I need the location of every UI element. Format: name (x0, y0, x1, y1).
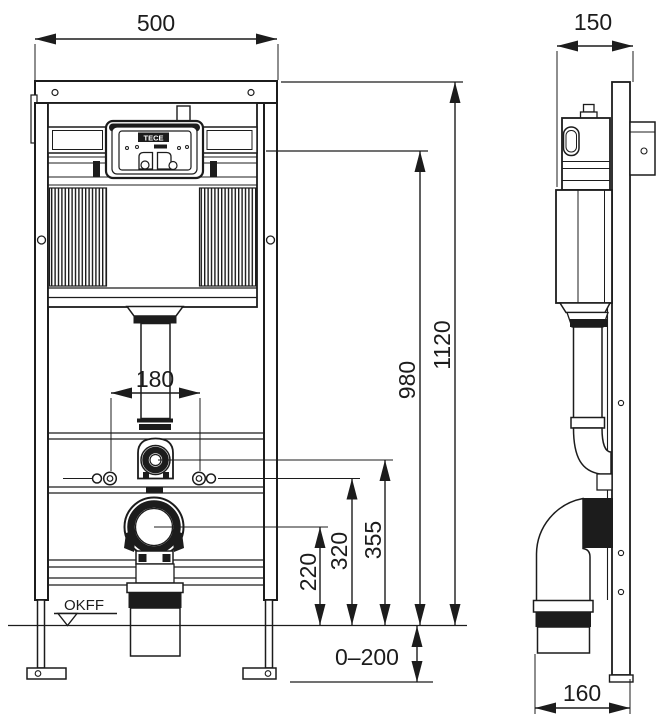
flush-actuator-unit: TECE (104, 105, 205, 180)
level-marker-icon (56, 612, 79, 627)
side-view (532, 81, 656, 683)
svg-text:0–200: 0–200 (335, 644, 399, 670)
flush-bend (137, 437, 174, 494)
svg-text:320: 320 (326, 532, 352, 570)
svg-text:180: 180 (136, 366, 174, 392)
dim-side-depth: 150 (556, 9, 634, 187)
brand-logo-text: TECE (143, 134, 163, 143)
brand-logo-plate (138, 132, 169, 142)
side-flush-pipe (558, 302, 613, 491)
dim-leg-adjust: 0–200 (290, 626, 433, 683)
svg-text:355: 355 (360, 521, 386, 559)
fixing-bolts (63, 471, 217, 486)
waste-outlet (126, 563, 184, 657)
side-cistern (555, 103, 613, 304)
dim-waste-height: 220 (154, 526, 328, 625)
side-waste-bend (532, 497, 613, 654)
actuator-stub (176, 105, 191, 122)
svg-text:160: 160 (563, 680, 601, 706)
dim-outlet-depth: 160 (534, 654, 631, 714)
svg-text:220: 220 (295, 553, 321, 591)
rib-panel-right (198, 187, 257, 287)
dim-front-width: 500 (34, 10, 279, 80)
wc-connection-block (583, 498, 613, 548)
side-rail (608, 81, 656, 683)
dim-total-height: 1120 (281, 81, 463, 625)
rib-panel-left (48, 187, 108, 287)
floor-level-label: OKFF (64, 597, 104, 614)
flush-pipe (125, 305, 185, 430)
svg-text:1120: 1120 (429, 320, 455, 369)
dim-bolt-height: 320 (218, 478, 360, 625)
svg-text:500: 500 (137, 10, 175, 36)
dim-bolt-spacing: 180 (110, 366, 201, 471)
floor-level: OKFF (8, 597, 467, 627)
dimensions: 500 150 1120 980 (34, 9, 634, 714)
svg-text:150: 150 (574, 9, 612, 35)
dim-bend-height: 355 (158, 459, 393, 625)
front-view: TECE (8, 80, 467, 680)
waste-bend (123, 496, 185, 565)
dim-actuator-height: 980 (266, 150, 428, 625)
svg-text:980: 980 (394, 361, 420, 399)
